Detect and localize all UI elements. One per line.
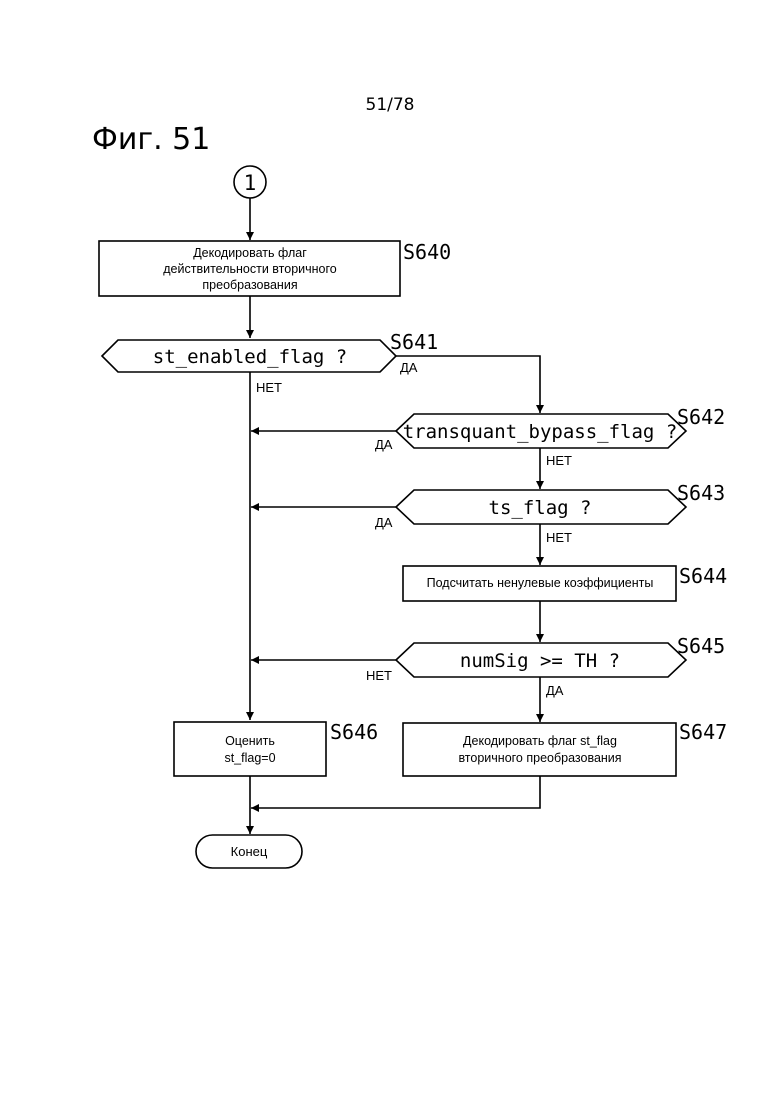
- step-label-s647: S647: [679, 720, 727, 744]
- step-label-s640: S640: [403, 240, 451, 264]
- step-label-s642: S642: [677, 405, 725, 429]
- decision-s641-text: st_enabled_flag ?: [153, 346, 347, 368]
- process-box-s646: [174, 722, 326, 776]
- branch-label-s641-no: НЕТ: [256, 380, 282, 395]
- process-s647-line1: Декодировать флаг st_flag: [463, 734, 617, 748]
- process-s646-line1: Оценить: [225, 734, 275, 748]
- step-label-s643: S643: [677, 481, 725, 505]
- flow-arrow: [251, 776, 540, 808]
- decision-s643-text: ts_flag ?: [489, 497, 592, 519]
- branch-label-s642-no: НЕТ: [546, 453, 572, 468]
- process-s640-line2: действительности вторичного: [163, 262, 337, 276]
- step-label-s644: S644: [679, 564, 727, 588]
- connector-label: 1: [244, 171, 257, 195]
- process-s640-line1: Декодировать флаг: [193, 246, 307, 260]
- step-label-s645: S645: [677, 634, 725, 658]
- branch-label-s645-no: НЕТ: [366, 668, 392, 683]
- terminator-label: Конец: [231, 844, 268, 859]
- branch-label-s645-yes: ДА: [546, 683, 564, 698]
- branch-label-s643-no: НЕТ: [546, 530, 572, 545]
- flow-arrow: [396, 356, 540, 413]
- branch-label-s641-yes: ДА: [400, 360, 418, 375]
- process-s646-line2: st_flag=0: [224, 751, 275, 765]
- step-label-s641: S641: [390, 330, 438, 354]
- process-s647-line2: вторичного преобразования: [458, 751, 621, 765]
- process-box-s647: [403, 723, 676, 776]
- page-number: 51/78: [366, 95, 415, 115]
- decision-s645-text: numSig >= TH ?: [460, 650, 620, 672]
- branch-label-s642-yes: ДА: [375, 437, 393, 452]
- process-s640-line3: преобразования: [202, 278, 297, 292]
- process-s644-text: Подсчитать ненулевые коэффициенты: [427, 576, 654, 590]
- decision-s642-text: transquant_bypass_flag ?: [403, 421, 678, 443]
- branch-label-s643-yes: ДА: [375, 515, 393, 530]
- figure-title: Фиг. 51: [92, 122, 210, 157]
- step-label-s646: S646: [330, 720, 378, 744]
